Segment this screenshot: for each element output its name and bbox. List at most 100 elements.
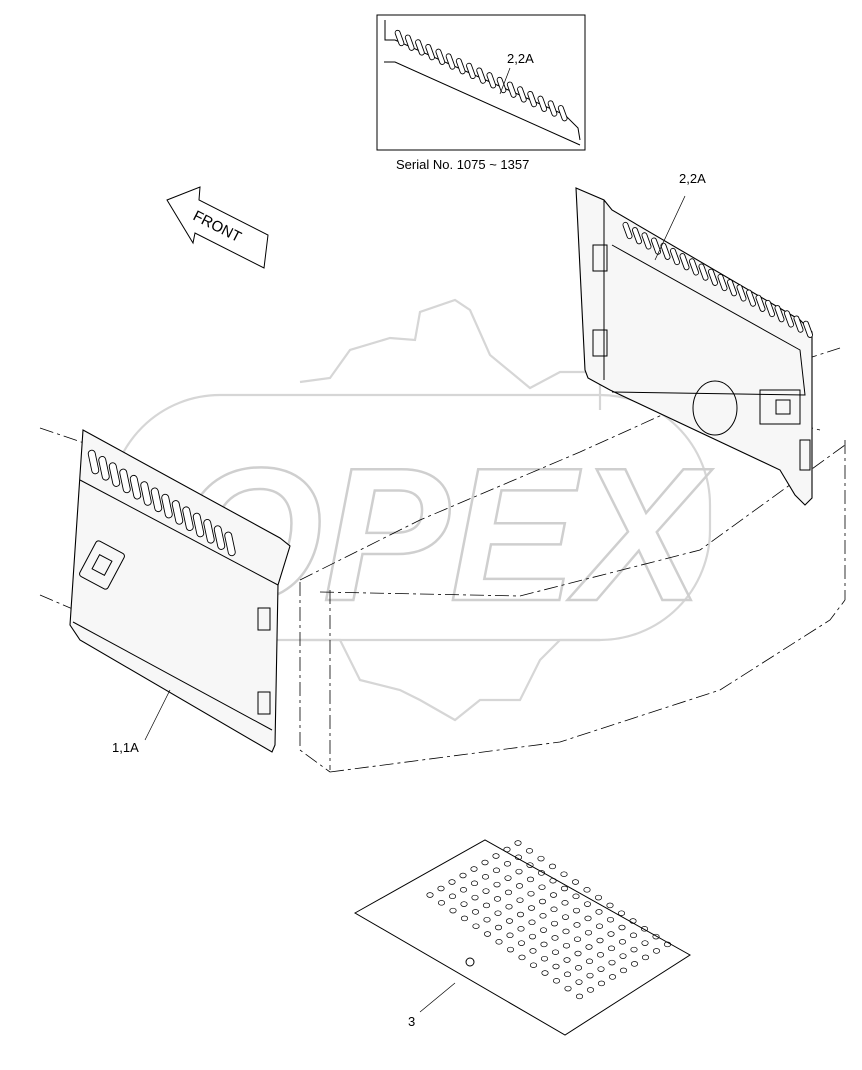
rear-slot	[688, 258, 700, 276]
plate-hole	[630, 946, 638, 953]
plate-hole	[597, 966, 605, 972]
plate-hole	[516, 897, 524, 903]
plate-hole	[506, 932, 514, 939]
plate-hole	[538, 884, 546, 890]
rear-slot	[755, 294, 766, 312]
inset-panel-lower-edge	[384, 61, 581, 146]
plate-hole	[492, 853, 500, 859]
rear-slot	[793, 315, 804, 333]
plate-hole	[514, 840, 522, 846]
plate-hole	[607, 945, 616, 952]
rear-slot	[802, 320, 814, 338]
front-hinge-upper	[257, 607, 271, 631]
plate-hole	[460, 901, 468, 907]
inset-slot	[394, 29, 405, 47]
rear-panel-callout: 2,2A	[679, 171, 706, 186]
plate-hole	[619, 967, 628, 974]
plate-hole	[527, 905, 536, 911]
rear-panel-hole	[692, 380, 738, 436]
front-side-panel: 1,1A	[69, 429, 291, 755]
plate-hole	[606, 916, 615, 923]
plate-hole	[594, 894, 603, 901]
plate-hole	[493, 896, 502, 902]
rear-leader-line	[654, 195, 686, 261]
rear-slot	[698, 263, 709, 281]
plate-hole	[586, 972, 594, 979]
front-slot	[171, 500, 184, 525]
inset-slot	[527, 90, 537, 108]
plate-hole	[538, 898, 547, 905]
plate-hole	[550, 920, 559, 927]
inset-slot	[425, 43, 435, 61]
plate-hole	[526, 862, 534, 868]
plate-hole	[560, 871, 568, 877]
rear-louvre-slots	[622, 221, 814, 338]
plate-hole	[629, 918, 637, 924]
plate-hole	[515, 868, 523, 875]
plate-hole	[506, 946, 515, 953]
plate-hole	[551, 935, 559, 941]
plate-hole	[494, 910, 502, 916]
plate-hole	[503, 861, 512, 867]
plate-hole	[572, 907, 581, 914]
plate-hole	[471, 894, 479, 901]
plate-hole	[597, 980, 606, 987]
plate-hole	[571, 879, 580, 885]
front-panel-callout: 1,1A	[112, 740, 139, 755]
plate-hole	[552, 963, 560, 970]
front-corner-edge	[299, 582, 331, 773]
inset-slot	[435, 48, 446, 65]
plate-hole	[562, 928, 570, 935]
plate-hole	[549, 892, 558, 898]
inset-slot	[445, 53, 456, 70]
plate-hole	[585, 958, 594, 965]
inset-callout: 2,2A	[507, 51, 534, 66]
inset-slot	[506, 81, 517, 98]
mid-sweep-line	[319, 444, 846, 597]
plate-hole	[470, 866, 478, 872]
plate-hole	[482, 902, 491, 909]
plate-hole	[549, 877, 557, 884]
front-slot	[98, 456, 110, 481]
rear-panel-inner-face	[611, 244, 806, 396]
plate-hole	[537, 855, 545, 862]
inset-slot	[557, 105, 568, 122]
plate-hole	[596, 937, 604, 944]
plate-hole	[663, 941, 672, 948]
watermark-gear-outline	[299, 298, 602, 722]
inset-slot	[415, 39, 425, 56]
plate-hole	[540, 955, 549, 962]
plate-hole	[608, 959, 616, 966]
plate-hole	[495, 939, 503, 945]
plate-hole	[619, 953, 627, 959]
front-slot	[140, 481, 152, 506]
rear-slot	[641, 232, 652, 250]
plate-hole	[563, 971, 572, 978]
plate-hole	[504, 889, 513, 896]
plate-hole	[550, 906, 558, 913]
plate-hole	[505, 918, 514, 924]
plate-hole	[617, 910, 626, 916]
plate-hole	[483, 916, 491, 923]
rear-slot	[745, 289, 757, 307]
plate-hole	[493, 881, 501, 888]
front-slot	[161, 493, 173, 519]
front-slot	[192, 512, 205, 538]
plate-hole	[572, 893, 580, 900]
plate-hole	[537, 870, 546, 876]
plate-hole	[448, 879, 456, 885]
plate-hole	[459, 872, 467, 879]
inset-slot	[517, 86, 527, 103]
rear-hinge-lower	[592, 329, 608, 357]
plate-hole	[437, 885, 445, 892]
front-slot	[213, 525, 226, 550]
front-louvre-slots	[87, 449, 236, 557]
front-latch-housing	[79, 540, 125, 590]
plate-hole	[449, 907, 457, 914]
plate-hole	[515, 883, 524, 889]
plate-hole	[564, 985, 572, 992]
plate-hole	[584, 915, 592, 922]
inset-slot	[476, 67, 486, 84]
front-panel-upper-crease	[79, 479, 279, 586]
